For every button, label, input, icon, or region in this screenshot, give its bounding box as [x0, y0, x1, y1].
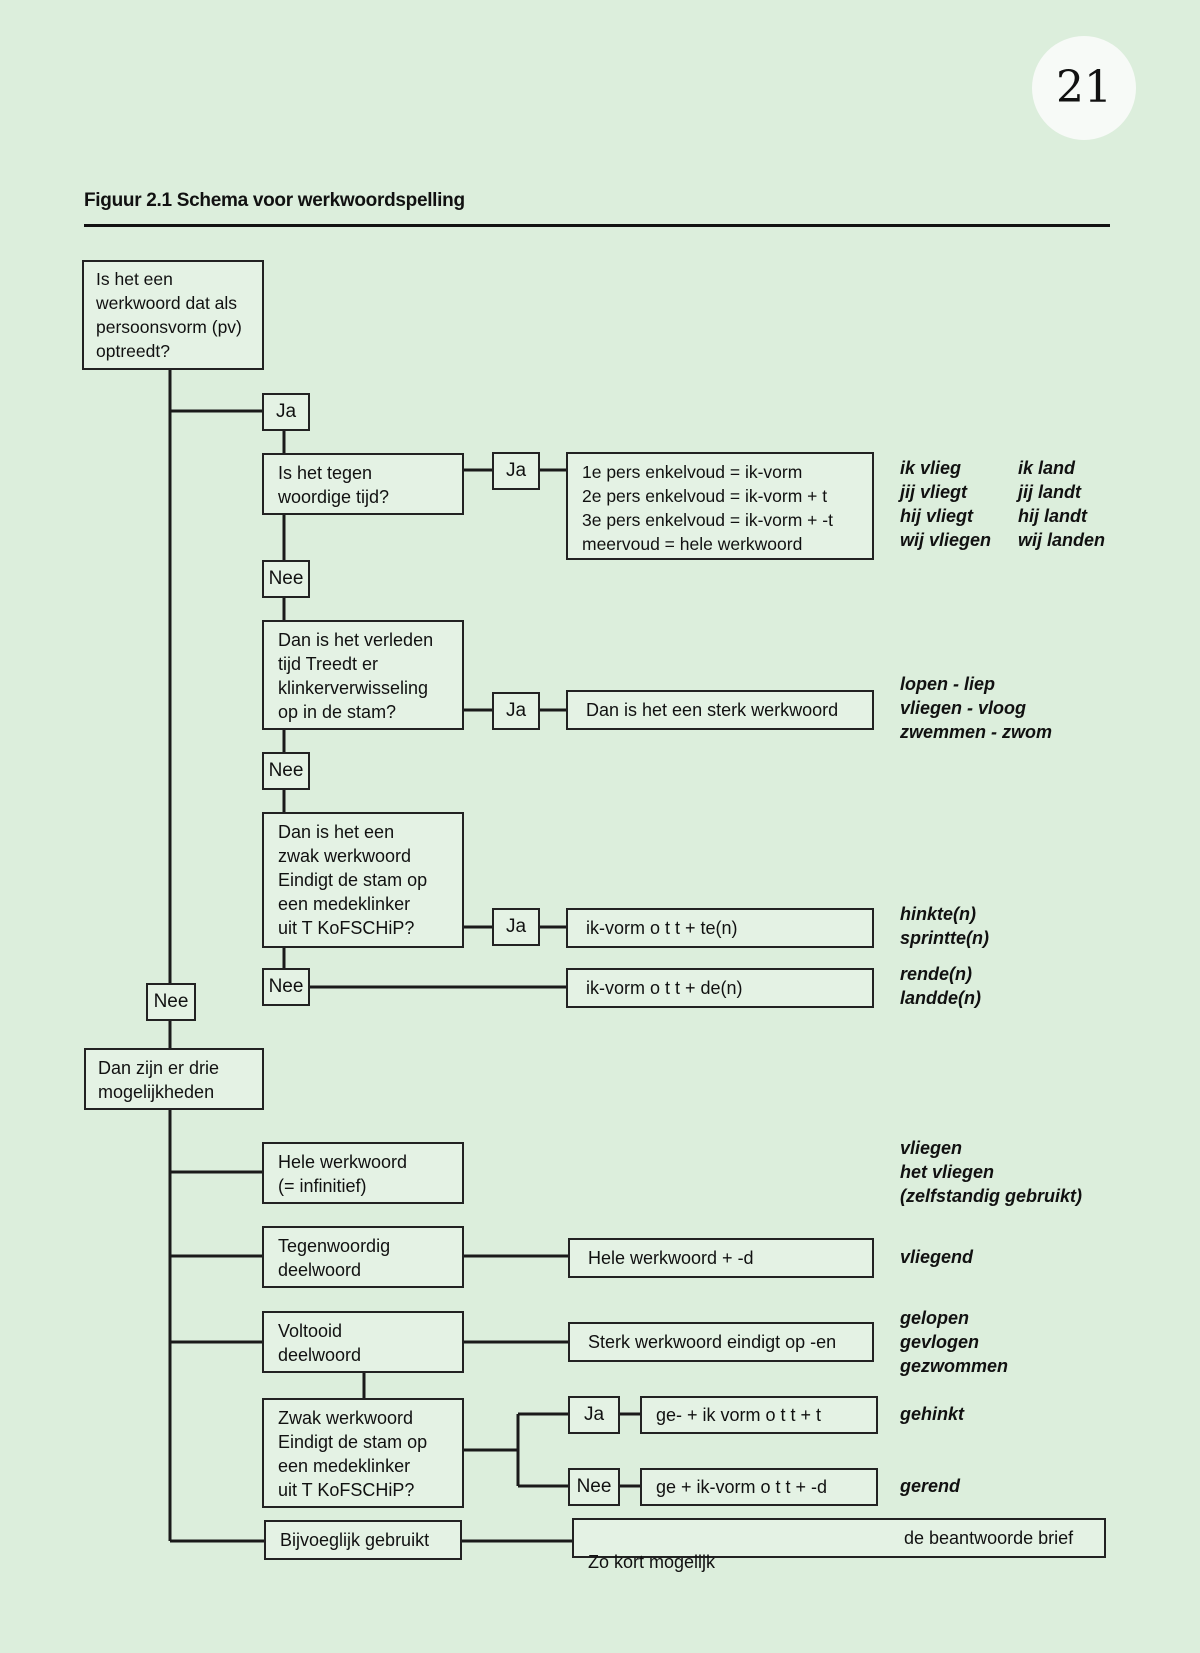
label-nee-1: Nee	[262, 560, 310, 598]
question-tegenwoordige-tijd: Is het tegen woordige tijd?	[262, 453, 464, 515]
title-rule	[84, 224, 1110, 227]
label-ja-2: Ja	[492, 452, 540, 490]
result-kort-text: Zo kort mogelijk	[588, 1552, 716, 1572]
example-sterk: lopen - liep vliegen - vloog zwemmen - z…	[900, 674, 1053, 742]
question-drie-mogelijkheden: Dan zijn er drie mogelijkheden	[84, 1048, 264, 1110]
question-persoonsvorm: Is het een werkwoord dat als persoonsvor…	[82, 260, 264, 370]
example-vliegen-vervoeging: ik vlieg jij vliegt hij vliegt wij vlieg…	[900, 458, 992, 550]
option-hele-werkwoord: Hele werkwoord (= infinitief)	[262, 1142, 464, 1204]
label-ja-1: Ja	[262, 393, 310, 431]
figure-title: Figuur 2.1 Schema voor werkwoordspelling	[84, 190, 465, 211]
label-ja-3: Ja	[492, 692, 540, 730]
question-klinkerverwisseling: Dan is het verleden tijd Treedt er klink…	[262, 620, 464, 730]
result-sterk-werkwoord: Dan is het een sterk werkwoord	[566, 690, 874, 730]
example-infinitief: vliegen het vliegen (zelfstandig gebruik…	[900, 1138, 1083, 1206]
example-voltooid-sterk: gelopen gevlogen gezwommen	[900, 1308, 1009, 1376]
result-zo-kort-mogelijk: Zo kort mogelijk de beantwoorde brief	[572, 1518, 1106, 1572]
example-gerend: gerend	[900, 1476, 961, 1496]
example-bijvoeglijk: de beantwoorde brief	[904, 1528, 1074, 1548]
result-zwak-te: ik-vorm o t t + te(n)	[566, 908, 874, 948]
question-zwak-kofschip: Dan is het een zwak werkwoord Eindigt de…	[262, 812, 464, 948]
example-de: rende(n) landde(n)	[900, 964, 981, 1008]
label-ja-5: Ja	[568, 1396, 620, 1434]
label-nee-4: Nee	[568, 1468, 620, 1506]
option-tegenwoordig-deelwoord: Tegenwoordig deelwoord	[262, 1226, 464, 1288]
result-sterk-en: Sterk werkwoord eindigt op -en	[568, 1322, 874, 1362]
example-landen-vervoeging: ik land jij landt hij landt wij landen	[1018, 458, 1106, 550]
example-tegenwoordig-deelwoord: vliegend	[900, 1247, 974, 1267]
option-bijvoeglijk: Bijvoeglijk gebruikt	[264, 1520, 462, 1560]
result-zwak-de: ik-vorm o t t + de(n)	[566, 968, 874, 1008]
option-zwak-kofschip: Zwak werkwoord Eindigt de stam op een me…	[262, 1398, 464, 1508]
result-ge-d: ge + ik-vorm o t t + -d	[640, 1468, 878, 1506]
result-hele-werkwoord-d: Hele werkwoord + -d	[568, 1238, 874, 1278]
result-tegenwoordige-tijd: 1e pers enkelvoud = ik-vorm 2e pers enke…	[566, 452, 874, 560]
example-gehinkt: gehinkt	[900, 1404, 965, 1424]
label-nee-3: Nee	[262, 968, 310, 1006]
label-nee-main: Nee	[146, 983, 196, 1021]
result-ge-t: ge- + ik vorm o t t + t	[640, 1396, 878, 1434]
label-nee-2: Nee	[262, 752, 310, 790]
label-ja-4: Ja	[492, 908, 540, 946]
example-te: hinkte(n) sprintte(n)	[900, 904, 989, 948]
page-number: 21	[1032, 36, 1136, 140]
option-voltooid-deelwoord: Voltooid deelwoord	[262, 1311, 464, 1373]
